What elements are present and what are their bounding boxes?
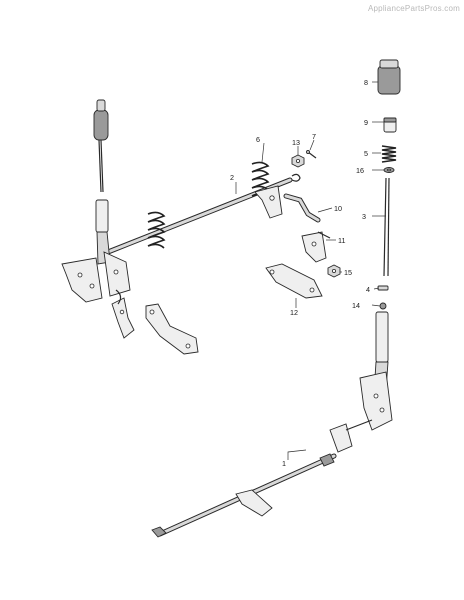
- part-5-spring: [381, 145, 397, 163]
- center-flat-link: [145, 303, 199, 355]
- callout-6: 6: [256, 135, 260, 144]
- part-1-lower-shaft: [151, 453, 337, 538]
- part-11-bracket: [301, 231, 331, 263]
- callout-8: 8: [364, 78, 368, 87]
- lower-right-handle-base: [359, 311, 393, 431]
- part-10-link-rod: [283, 193, 321, 223]
- part-8-grip: [377, 59, 401, 95]
- callout-5: 5: [364, 149, 368, 158]
- handle-left-assembly: [61, 99, 131, 303]
- callout-4: 4: [366, 285, 370, 294]
- leader-lines: [235, 81, 386, 460]
- callout-16: 16: [356, 166, 364, 175]
- lower-left-link: [111, 289, 135, 339]
- part-15-nut: [327, 264, 341, 278]
- callout-9: 9: [364, 118, 368, 127]
- callout-7: 7: [312, 132, 316, 141]
- lower-shaft-fork: [329, 419, 373, 453]
- part-7-pin: [306, 150, 317, 159]
- part-3-rod: [383, 177, 390, 277]
- watermark-text: AppliancePartsPros.com: [368, 4, 460, 13]
- callout-15: 15: [344, 268, 352, 277]
- callout-2: 2: [230, 173, 234, 182]
- callout-10: 10: [334, 204, 342, 213]
- small-clip: [291, 173, 301, 182]
- part-13-nut: [291, 154, 305, 168]
- callout-1: 1: [282, 459, 286, 468]
- part-16-washer: [383, 167, 395, 173]
- callout-11: 11: [338, 236, 345, 245]
- part-12-plate: [265, 263, 323, 299]
- part-9-sleeve: [383, 117, 397, 133]
- part-4-clip: [377, 285, 389, 291]
- part-14-nut: [379, 302, 387, 310]
- callout-12: 12: [290, 308, 298, 317]
- callout-3: 3: [362, 212, 366, 221]
- shaft-bracket-right: [254, 185, 283, 219]
- callout-labels: 1 2 3 4 5 6 7 8 9 10 11 12 13 14 15 16: [230, 78, 370, 468]
- callout-14: 14: [352, 301, 360, 310]
- callout-13: 13: [292, 138, 300, 147]
- spring-left: [147, 211, 166, 249]
